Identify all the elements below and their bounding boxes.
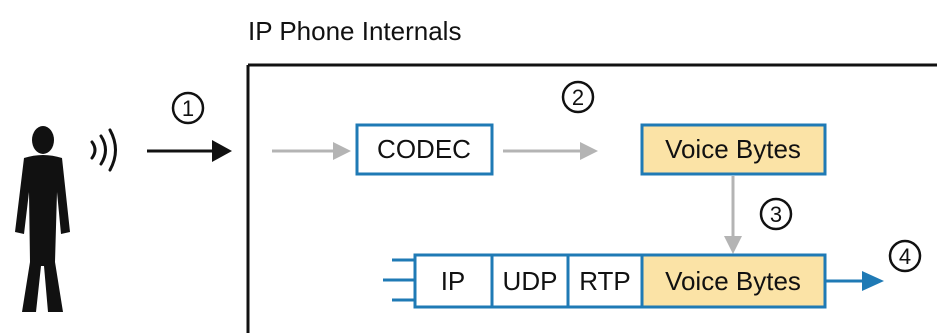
codec-output-arrowhead — [580, 142, 598, 160]
udp-header-box — [490, 253, 570, 309]
packet-send-arrowhead — [862, 271, 884, 291]
rtp-header-label: RTP — [579, 266, 631, 296]
step-1-marker: 1 — [171, 91, 205, 125]
ip-header-label: IP — [441, 266, 466, 296]
sound-waves-icon — [90, 128, 117, 172]
person-silhouette-icon — [15, 126, 70, 312]
step-4-number: 4 — [899, 244, 911, 269]
packet-payload-label: Voice Bytes — [665, 266, 801, 296]
voice-bytes-label: Voice Bytes — [665, 134, 801, 164]
step-1-number: 1 — [182, 96, 194, 121]
ip-packet: IP UDP RTP Voice Bytes — [413, 253, 827, 309]
packet-motion-lines — [383, 258, 415, 302]
encapsulate-arrowhead — [724, 236, 742, 254]
step-2-marker: 2 — [561, 80, 595, 114]
step-2-number: 2 — [572, 85, 584, 110]
codec-label: CODEC — [377, 134, 471, 164]
step-1-arrowhead — [212, 140, 232, 162]
packet-payload-box — [640, 253, 827, 309]
codec-box — [355, 123, 494, 176]
udp-header-label: UDP — [503, 266, 558, 296]
step-3-marker: 3 — [759, 197, 793, 231]
voice-bytes-box — [640, 123, 827, 176]
step-3-number: 3 — [770, 202, 782, 227]
input-gray-arrowhead — [333, 142, 351, 160]
diagram-title: IP Phone Internals — [248, 16, 461, 46]
step-4-marker: 4 — [888, 239, 922, 273]
phone-internals-frame — [246, 63, 937, 333]
